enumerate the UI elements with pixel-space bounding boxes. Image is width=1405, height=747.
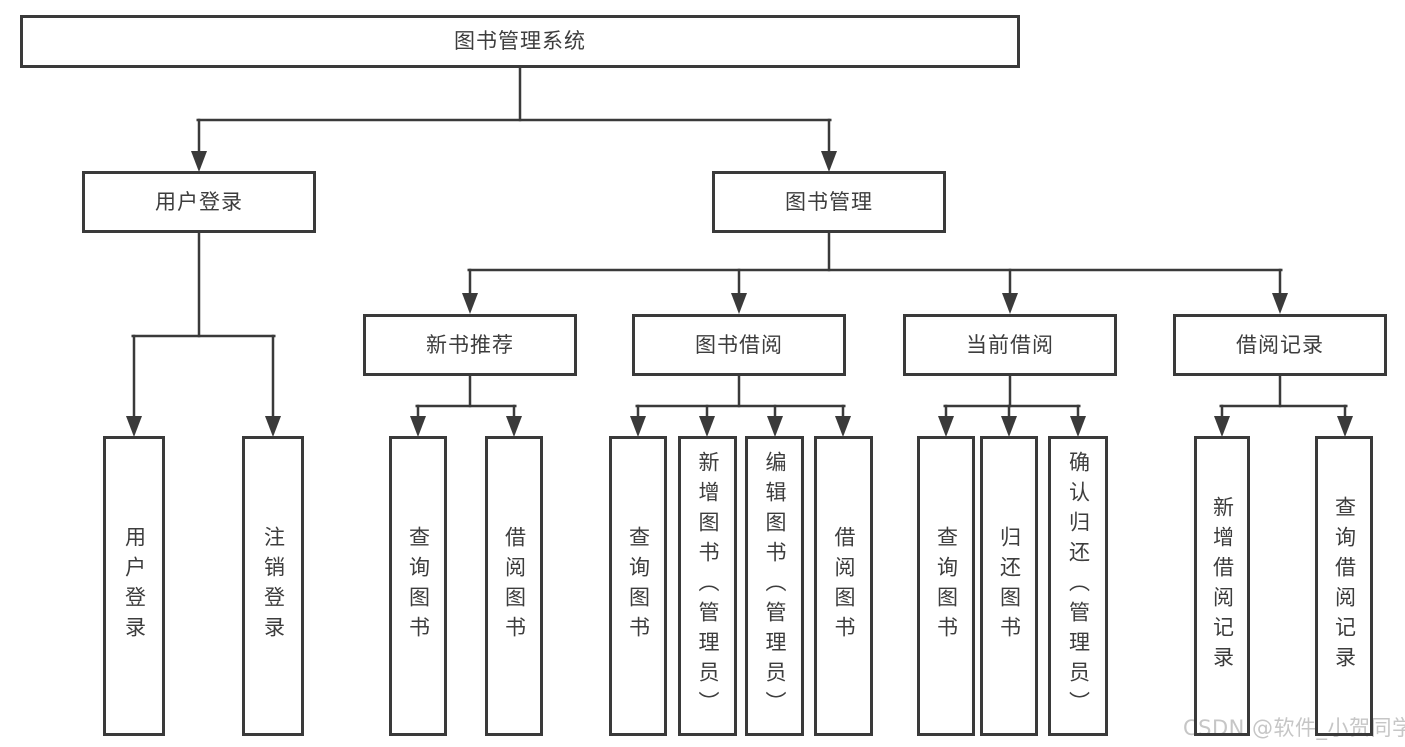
node-label: 用户登录 xyxy=(155,189,243,214)
node-new-book-recommendation: 新书推荐 xyxy=(363,314,577,376)
node-label: 图书借阅 xyxy=(695,332,783,357)
leaf-query-books-borrowing: 查询图书 xyxy=(609,436,667,736)
node-user-login: 用户登录 xyxy=(82,171,316,233)
leaf-add-books-admin: 新增图书（管理员） xyxy=(678,436,737,736)
csdn-watermark: CSDN @软件_小贺同学 xyxy=(1183,716,1405,740)
node-label: 借阅图书 xyxy=(502,526,527,646)
node-label: 查询图书 xyxy=(934,526,959,646)
node-book-management: 图书管理 xyxy=(712,171,946,233)
node-label: 用户登录 xyxy=(122,526,147,646)
node-label: 查询图书 xyxy=(626,526,651,646)
leaf-borrow-books-recommendation: 借阅图书 xyxy=(485,436,543,736)
node-label: 图书管理 xyxy=(785,189,873,214)
leaf-borrow-books: 借阅图书 xyxy=(814,436,873,736)
leaf-user-login: 用户登录 xyxy=(103,436,165,736)
node-label: 借阅图书 xyxy=(832,526,856,646)
node-label: 编辑图书（管理员） xyxy=(763,451,787,721)
node-book-borrowing: 图书借阅 xyxy=(632,314,846,376)
node-label: 查询借阅记录 xyxy=(1332,496,1357,676)
node-label: 当前借阅 xyxy=(966,332,1054,357)
leaf-add-borrowing-record: 新增借阅记录 xyxy=(1194,436,1250,736)
node-current-borrowing: 当前借阅 xyxy=(903,314,1117,376)
arrowhead-icons xyxy=(126,151,1353,437)
node-label: 查询图书 xyxy=(406,526,431,646)
leaf-query-books-current: 查询图书 xyxy=(917,436,975,736)
node-label: 新增借阅记录 xyxy=(1210,496,1235,676)
node-label: 图书管理系统 xyxy=(454,29,586,53)
node-label: 新书推荐 xyxy=(426,332,514,357)
leaf-return-books: 归还图书 xyxy=(980,436,1038,736)
node-label: 新增图书（管理员） xyxy=(696,451,720,721)
node-label: 归还图书 xyxy=(997,526,1022,646)
node-library-management-system: 图书管理系统 xyxy=(20,15,1020,68)
leaf-logout: 注销登录 xyxy=(242,436,304,736)
leaf-edit-books-admin: 编辑图书（管理员） xyxy=(745,436,804,736)
node-label: 借阅记录 xyxy=(1236,332,1324,357)
leaf-query-books-recommendation: 查询图书 xyxy=(389,436,447,736)
node-label: 确认归还（管理员） xyxy=(1066,451,1091,721)
leaf-confirm-return-admin: 确认归还（管理员） xyxy=(1048,436,1108,736)
node-borrowing-records: 借阅记录 xyxy=(1173,314,1387,376)
node-label: 注销登录 xyxy=(261,526,286,646)
leaf-query-borrowing-record: 查询借阅记录 xyxy=(1315,436,1373,736)
